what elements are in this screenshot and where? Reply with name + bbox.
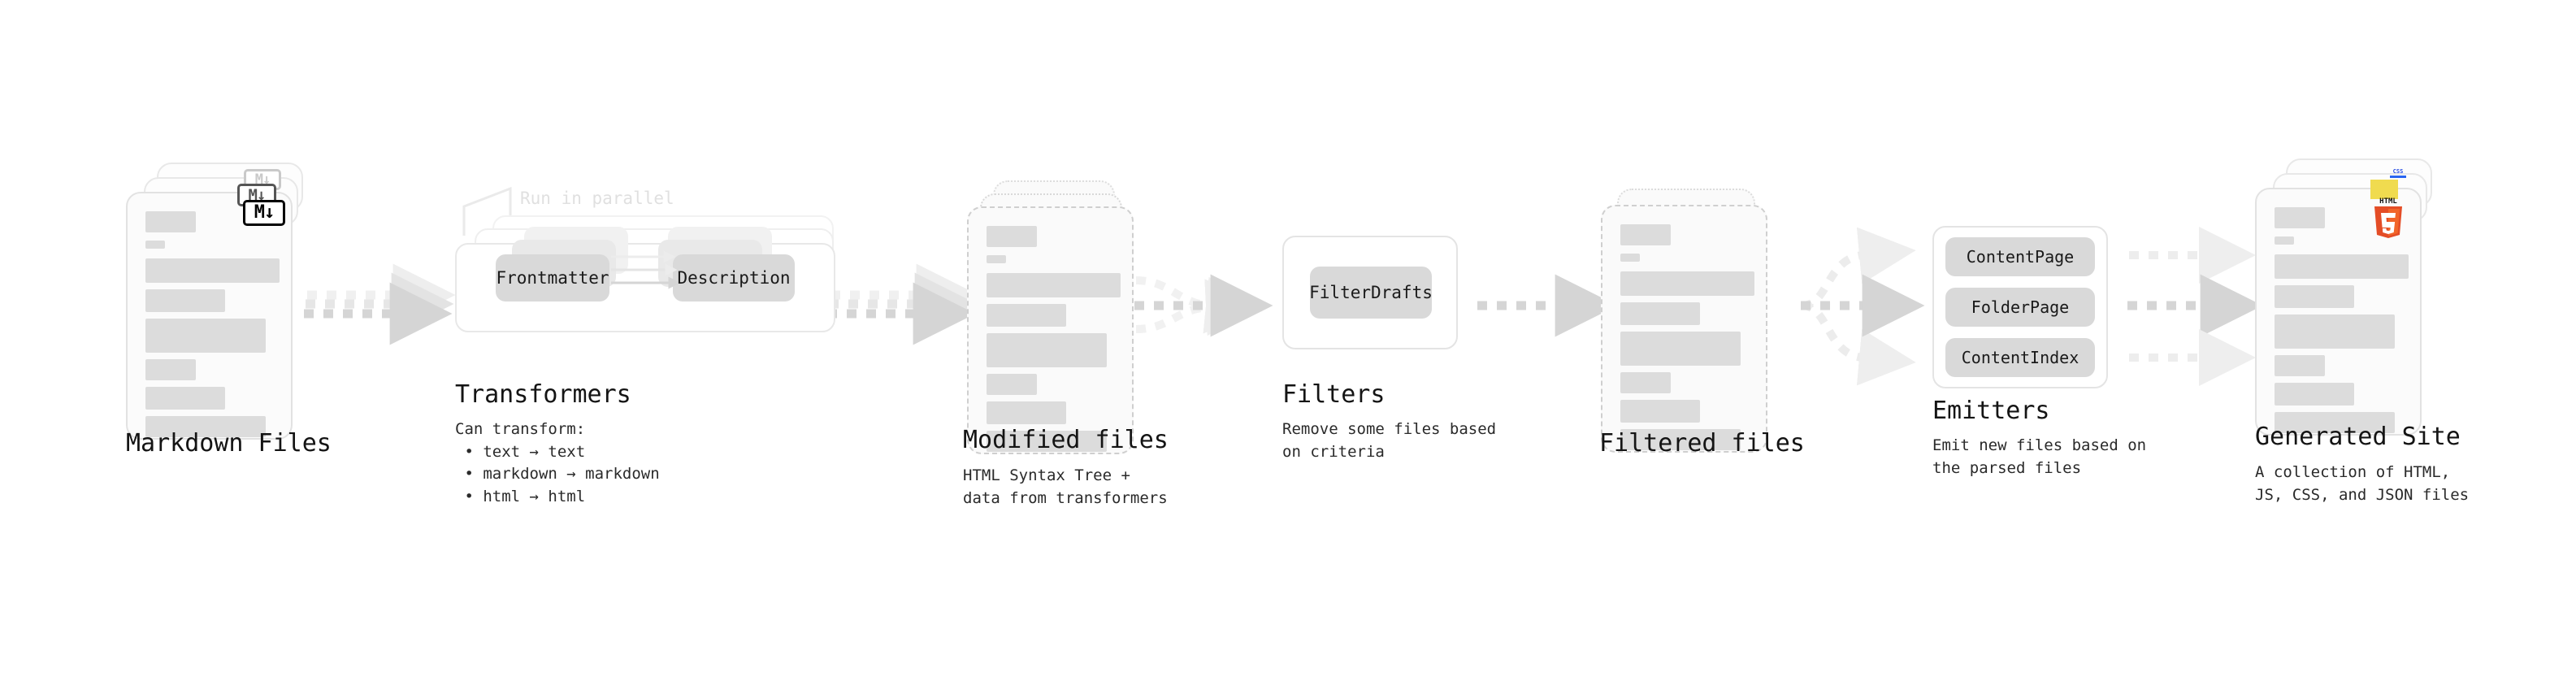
filtered-card-front: [1601, 205, 1767, 453]
doc-bar: [145, 258, 280, 283]
stage-subtitle-emitters: Emit new files based on the parsed files: [1932, 436, 2147, 477]
doc-bar: [2275, 254, 2409, 279]
doc-bar: [2275, 355, 2325, 376]
svg-text:HTML: HTML: [2379, 197, 2397, 206]
doc-bar: [145, 387, 225, 410]
modified-card-front: [967, 206, 1134, 454]
doc-bar: [2275, 236, 2294, 245]
doc-bar: [987, 401, 1066, 424]
doc-bar: [2275, 412, 2395, 433]
site-card-front: [2255, 188, 2422, 436]
stage-title-emitters: Emitters: [1932, 397, 2050, 425]
connector-modified-to-filters: [1134, 274, 1273, 337]
stage-title-transformers: Transformers: [455, 380, 631, 409]
connector-markdown-to-transformers: [304, 263, 456, 345]
doc-bar: [1620, 302, 1700, 325]
doc-bar: [2275, 383, 2354, 406]
markdown-card-front: [126, 192, 293, 440]
transformer-chip-description[interactable]: Description: [673, 254, 795, 301]
doc-bar: [1620, 400, 1700, 423]
svg-text:CSS: CSS: [2393, 168, 2404, 175]
emitter-chip-contentpage[interactable]: ContentPage: [1945, 237, 2095, 276]
doc-bar: [145, 319, 266, 353]
doc-bar: [987, 304, 1066, 327]
doc-bar: [145, 416, 266, 437]
js-icon: [2370, 180, 2398, 199]
connector-transformers-to-modified: [827, 263, 979, 345]
markdown-icon: M↓: [243, 200, 285, 226]
doc-bar: [2275, 285, 2354, 308]
css3-icon: CSS: [2387, 165, 2409, 181]
connector-filtered-to-emitters: [1801, 227, 1925, 386]
doc-bar: [1620, 271, 1754, 296]
doc-bar: [987, 255, 1006, 263]
annotation-run-in-parallel: Run in parallel: [520, 189, 674, 208]
doc-bar: [1620, 254, 1640, 262]
transformer-chip-frontmatter[interactable]: Frontmatter: [496, 254, 609, 301]
doc-bar: [987, 333, 1107, 367]
doc-bar: [1620, 224, 1671, 245]
doc-bar: [1620, 332, 1741, 366]
stage-subtitle-generated-site: A collection of HTML, JS, CSS, and JSON …: [2255, 463, 2470, 504]
stage-subtitle-modified-files: HTML Syntax Tree + data from transformer…: [963, 466, 1168, 507]
stage-title-generated-site: Generated Site: [2255, 423, 2461, 451]
stage-subtitle-transformers: Can transform: • text → text • markdown …: [455, 420, 660, 505]
doc-bar: [2275, 207, 2325, 228]
doc-bar: [145, 211, 196, 232]
transformer-inner-arrows: [611, 250, 678, 289]
emitter-chip-contentindex[interactable]: ContentIndex: [1945, 338, 2095, 377]
doc-bar: [145, 241, 165, 249]
doc-bar: [145, 289, 225, 312]
emitter-chip-folderpage[interactable]: FolderPage: [1945, 288, 2095, 327]
stage-title-filtered-files: Filtered files: [1599, 429, 1805, 458]
doc-bar: [1620, 372, 1671, 393]
doc-bar: [1620, 429, 1741, 450]
filter-chip-filterdrafts[interactable]: FilterDrafts: [1309, 267, 1433, 319]
stage-title-markdown-files: Markdown Files: [126, 429, 332, 458]
stage-title-modified-files: Modified files: [963, 426, 1169, 454]
html5-icon: HTML: [2370, 194, 2406, 240]
doc-bar: [987, 374, 1037, 395]
connector-emitters-to-site: [2127, 227, 2263, 386]
doc-bar: [987, 431, 1107, 452]
stage-title-filters: Filters: [1282, 380, 1386, 409]
doc-bar: [2275, 314, 2395, 349]
doc-bar: [987, 226, 1037, 247]
doc-bar: [145, 359, 196, 380]
stage-subtitle-filters: Remove some files based on criteria: [1282, 420, 1497, 461]
doc-bar: [987, 273, 1121, 297]
